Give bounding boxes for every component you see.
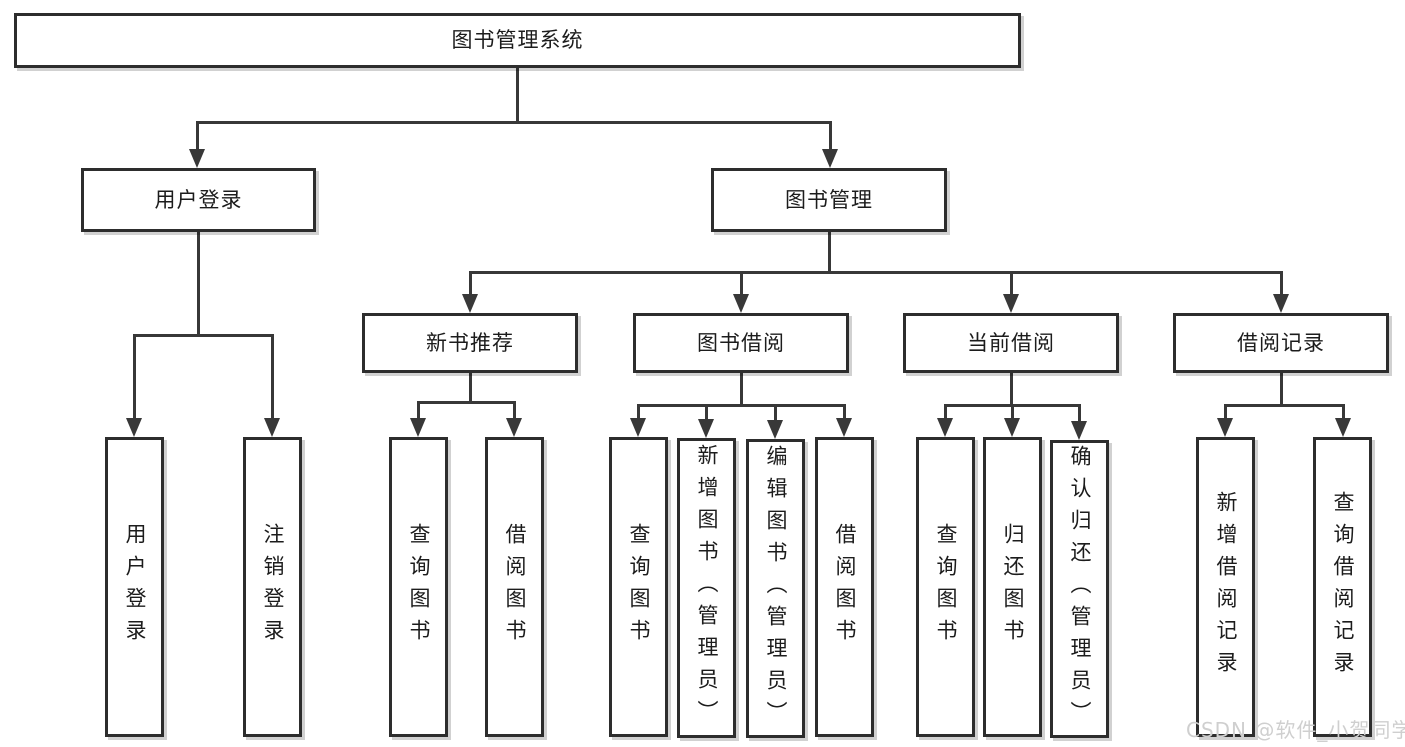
csdn-watermark: CSDN @软件_小贺同学: [1186, 718, 1405, 742]
node-label: 确认归还（管理员）: [1068, 445, 1092, 733]
connector-hline: [416, 400, 516, 404]
node-leaf-query-borrow-record: 查询借阅记录: [1313, 437, 1372, 737]
node-label: 用户登录: [154, 187, 243, 212]
node-leaf-return-books: 归还图书: [983, 437, 1042, 737]
node-label: 借阅图书: [503, 523, 527, 651]
node-leaf-edit-books-admin: 编辑图书（管理员）: [746, 439, 805, 738]
connector-vline: [1010, 405, 1014, 422]
connector-vline: [1279, 373, 1283, 407]
connector-vline: [196, 232, 200, 337]
connector-vline: [468, 272, 472, 300]
node-leaf-borrow-books-borrowing: 借阅图书: [815, 437, 874, 737]
node-label: 新增借阅记录: [1214, 491, 1238, 683]
arrowhead-down-icon: [836, 418, 852, 437]
node-label: 归还图书: [1001, 523, 1025, 651]
arrowhead-down-icon: [937, 418, 953, 437]
connector-vline: [515, 68, 519, 124]
connector-vline: [739, 272, 743, 300]
node-current-borrowing: 当前借阅: [903, 313, 1119, 373]
connector-vline: [1077, 405, 1081, 425]
node-label: 查询图书: [407, 523, 431, 651]
arrowhead-down-icon: [767, 420, 783, 439]
arrowhead-down-icon: [822, 149, 838, 168]
connector-vline: [270, 335, 274, 422]
connector-hline: [132, 333, 274, 337]
arrowhead-down-icon: [1071, 421, 1087, 440]
arrowhead-down-icon: [189, 149, 205, 168]
node-label: 借阅记录: [1237, 330, 1325, 355]
arrowhead-down-icon: [1217, 418, 1233, 437]
connector-vline: [943, 405, 947, 422]
arrowhead-down-icon: [1335, 418, 1351, 437]
node-leaf-query-books-recommend: 查询图书: [389, 437, 448, 737]
arrowhead-down-icon: [410, 418, 426, 437]
arrowhead-down-icon: [506, 418, 522, 437]
node-label: 查询图书: [627, 523, 651, 651]
node-leaf-user-login: 用户登录: [105, 437, 164, 737]
connector-hline: [468, 270, 1283, 274]
node-label: 编辑图书（管理员）: [764, 444, 788, 733]
connector-vline: [773, 405, 777, 424]
connector-vline: [1223, 405, 1227, 422]
connector-vline: [1009, 272, 1013, 300]
node-label: 当前借阅: [967, 330, 1055, 355]
node-label: 借阅图书: [833, 523, 857, 651]
node-label: 新增图书（管理员）: [695, 444, 719, 732]
node-label: 查询图书: [934, 523, 958, 651]
connector-vline: [1341, 405, 1345, 422]
node-label: 图书管理: [785, 187, 873, 212]
node-user-login: 用户登录: [81, 168, 316, 232]
connector-vline: [416, 402, 420, 422]
connector-hline: [1223, 403, 1345, 407]
arrowhead-down-icon: [630, 418, 646, 437]
connector-vline: [739, 373, 743, 407]
node-label: 新书推荐: [426, 330, 514, 355]
arrowhead-down-icon: [1273, 294, 1289, 313]
connector-vline: [132, 335, 136, 422]
arrowhead-down-icon: [733, 294, 749, 313]
node-leaf-add-borrow-record: 新增借阅记录: [1196, 437, 1255, 737]
arrowhead-down-icon: [264, 418, 280, 437]
node-leaf-query-books-current: 查询图书: [916, 437, 975, 737]
node-borrowing-records: 借阅记录: [1173, 313, 1389, 373]
connector-vline: [828, 122, 832, 155]
node-label: 注销登录: [261, 523, 285, 651]
arrowhead-down-icon: [1004, 418, 1020, 437]
connector-vline: [842, 405, 846, 422]
connector-vline: [468, 373, 472, 404]
node-book-management: 图书管理: [711, 168, 947, 232]
node-root: 图书管理系统: [14, 13, 1021, 68]
node-label: 查询借阅记录: [1331, 491, 1355, 683]
node-label: 用户登录: [123, 523, 147, 651]
connector-vline: [636, 405, 640, 422]
connector-vline: [512, 402, 516, 422]
arrowhead-down-icon: [698, 419, 714, 438]
connector-vline: [1009, 373, 1013, 407]
connector-vline: [704, 405, 708, 423]
connector-vline: [195, 122, 199, 155]
connector-hline: [195, 120, 832, 124]
arrowhead-down-icon: [462, 294, 478, 313]
connector-vline: [1279, 272, 1283, 300]
connector-hline: [636, 403, 846, 407]
node-new-book-recommend: 新书推荐: [362, 313, 578, 373]
connector-hline: [943, 403, 1081, 407]
node-leaf-confirm-return-admin: 确认归还（管理员）: [1050, 440, 1109, 738]
node-leaf-add-books-admin: 新增图书（管理员）: [677, 438, 736, 738]
node-label: 图书借阅: [697, 330, 785, 355]
arrowhead-down-icon: [126, 418, 142, 437]
node-leaf-logout: 注销登录: [243, 437, 302, 737]
arrowhead-down-icon: [1003, 294, 1019, 313]
node-book-borrowing: 图书借阅: [633, 313, 849, 373]
node-label: 图书管理系统: [451, 28, 584, 52]
node-leaf-borrow-books-recommend: 借阅图书: [485, 437, 544, 737]
connector-vline: [827, 232, 831, 274]
node-leaf-query-books-borrowing: 查询图书: [609, 437, 668, 737]
